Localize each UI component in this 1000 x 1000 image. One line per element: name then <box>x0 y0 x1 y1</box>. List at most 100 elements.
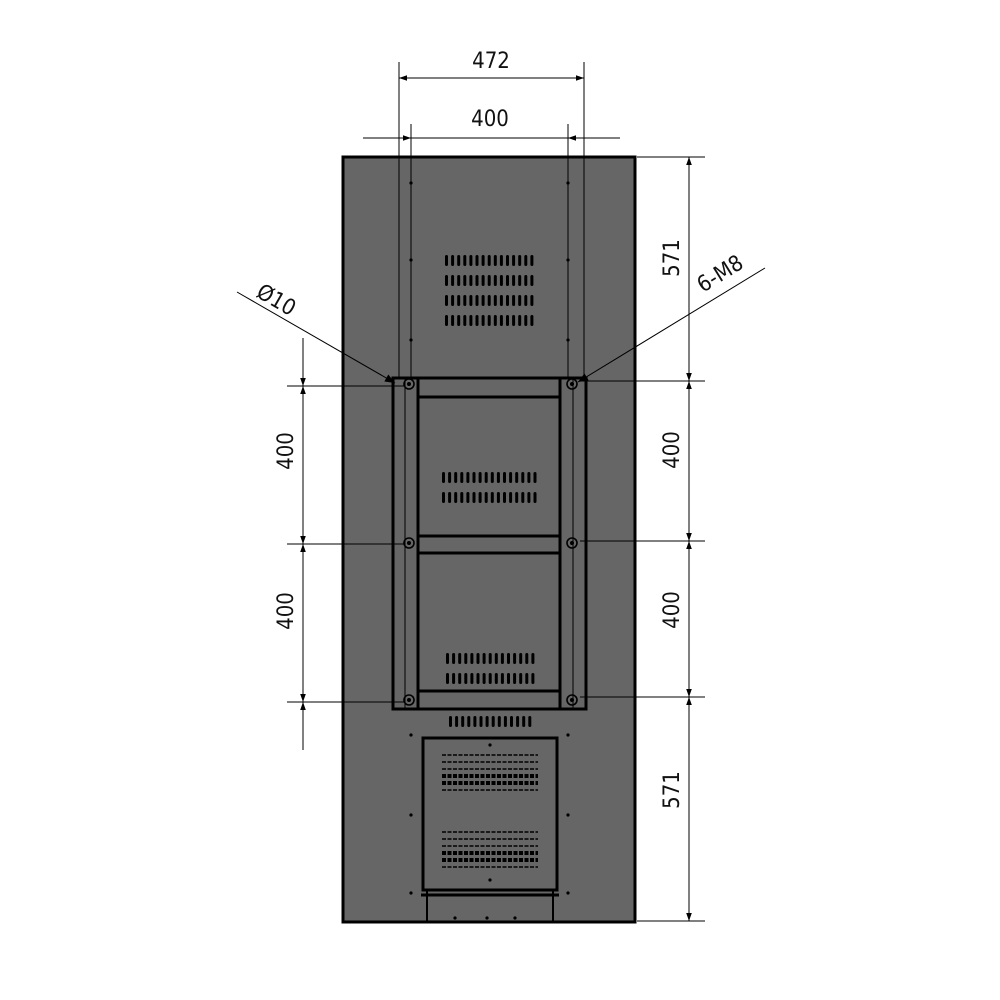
vent-slot <box>452 673 456 684</box>
vent-slot <box>503 492 506 503</box>
vent-slot <box>506 315 509 326</box>
rivet <box>566 338 570 342</box>
vent-slot <box>493 315 497 326</box>
vent-slot <box>466 472 470 483</box>
dim-left: 400 400 <box>274 338 405 750</box>
vent-slot <box>524 315 528 326</box>
vent-slot <box>451 275 455 286</box>
vent-slot <box>507 673 510 684</box>
vent-slot <box>458 653 462 664</box>
vent-slot <box>499 255 503 266</box>
vent-slot <box>524 295 528 306</box>
mounting-hole-center <box>407 541 411 545</box>
vent-slot <box>487 315 491 326</box>
vent-slot <box>464 673 468 684</box>
vent-slot <box>457 275 461 286</box>
fan-louvers <box>442 754 538 868</box>
mounting-hole <box>403 537 415 549</box>
vent-slot <box>475 295 479 306</box>
callout-label-diameter: Ø10 <box>252 280 300 322</box>
vent-slot <box>500 653 504 664</box>
rivet <box>566 891 570 895</box>
vent-slot <box>478 472 482 483</box>
upper-vent-grille <box>445 255 534 326</box>
vent-slot <box>481 295 485 306</box>
vent-slot <box>472 472 476 483</box>
vent-slot <box>525 673 529 684</box>
vent-slot <box>457 255 461 266</box>
vent-slot <box>530 295 534 306</box>
vent-slot <box>516 716 520 727</box>
dim-top-outer: 472 <box>398 49 585 378</box>
rivet <box>453 916 457 920</box>
vent-slot <box>469 295 473 306</box>
vent-slot <box>519 653 523 664</box>
vent-slot <box>484 472 488 483</box>
vent-slot <box>518 275 522 286</box>
rivet <box>409 258 413 262</box>
vent-slot <box>452 653 456 664</box>
vent-slot <box>513 653 517 664</box>
vent-slot <box>530 275 534 286</box>
vent-slot <box>531 673 535 684</box>
vent-slot <box>463 255 467 266</box>
body-rivets <box>409 181 570 920</box>
vent-slot <box>509 472 513 483</box>
vent-slot <box>512 255 516 266</box>
vent-slot <box>491 716 495 727</box>
dim-label-472: 472 <box>472 49 510 74</box>
vent-slot <box>442 492 445 503</box>
vent-slot <box>472 492 476 503</box>
vent-slot <box>509 492 513 503</box>
vent-slot <box>445 295 448 306</box>
vent-slot <box>519 673 523 684</box>
mounting-hole <box>403 694 415 706</box>
vent-slot <box>493 255 497 266</box>
vent-slot <box>442 472 445 483</box>
mounting-hole-center <box>570 382 574 386</box>
vent-slot <box>481 275 485 286</box>
vent-slot <box>482 673 486 684</box>
vent-slot <box>496 472 500 483</box>
vent-slot <box>527 472 531 483</box>
vent-slot <box>499 315 503 326</box>
dim-label-left-upper: 400 <box>274 432 299 470</box>
vent-slot <box>445 315 448 326</box>
vent-slot <box>494 653 498 664</box>
mounting-hole-center <box>570 698 574 702</box>
vent-slot <box>454 492 458 503</box>
vent-slot <box>470 653 474 664</box>
vent-slot <box>499 275 503 286</box>
vent-slot <box>512 315 516 326</box>
vent-slot <box>512 295 516 306</box>
dim-right: 571 400 400 571 <box>580 156 705 922</box>
vent-slot <box>530 315 534 326</box>
vent-slot <box>448 472 452 483</box>
vent-slot <box>497 716 501 727</box>
rivet <box>409 181 413 185</box>
vent-slot <box>513 673 517 684</box>
mounting-holes <box>403 378 578 706</box>
mounting-hole-center <box>570 541 574 545</box>
mounting-hole <box>566 378 578 390</box>
vent-slot <box>475 275 479 286</box>
rivet <box>409 733 413 737</box>
vent-slot <box>481 255 485 266</box>
vent-slot <box>476 653 480 664</box>
vent-slot <box>510 716 513 727</box>
vent-slot <box>490 492 494 503</box>
vent-slot <box>512 275 516 286</box>
vent-slot <box>458 673 462 684</box>
vent-slot <box>478 492 482 503</box>
vent-slot <box>494 673 498 684</box>
rivet <box>566 733 570 737</box>
vent-slot <box>481 315 485 326</box>
vent-slot <box>469 255 473 266</box>
mounting-hole <box>403 378 415 390</box>
rivet <box>513 916 517 920</box>
vent-slot <box>461 716 465 727</box>
vent-slot <box>522 716 526 727</box>
bottom-fan-box <box>421 736 559 923</box>
vent-slot <box>533 492 537 503</box>
vent-slot <box>528 716 532 727</box>
